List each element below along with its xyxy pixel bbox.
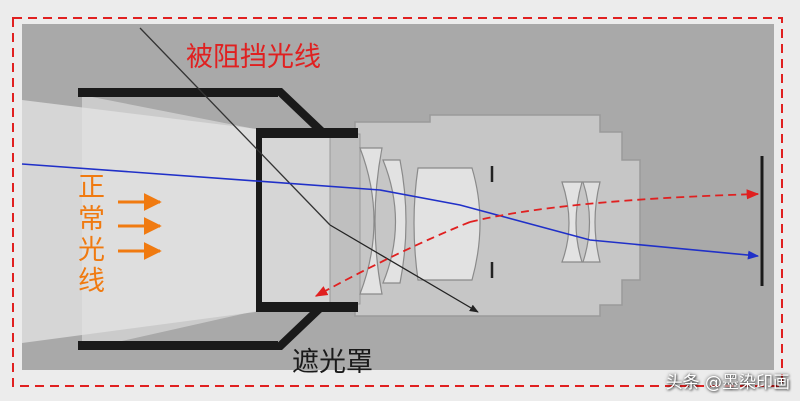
frame-border (12, 17, 783, 387)
blocked-light-label: 被阻挡光线 (186, 42, 321, 73)
lens-hood-label: 遮光罩 (292, 347, 373, 378)
flare-ray-back (314, 221, 471, 297)
watermark: 头条 @墨染印画 (665, 373, 790, 393)
lens-barrel-front (329, 133, 361, 305)
lens-element-5 (582, 181, 601, 263)
lens-hood (78, 88, 358, 350)
light-cone-inner (82, 95, 260, 350)
lens-element-4 (561, 181, 583, 263)
normal-light-ray (21, 163, 760, 260)
lens-element-1 (359, 147, 383, 295)
normal-light-char-3: 光 (78, 235, 105, 266)
normal-light-arrows (118, 193, 162, 260)
normal-light-char-4: 线 (78, 266, 105, 297)
normal-light-label: 正 常 光 线 (78, 172, 105, 297)
lens-element-2 (382, 159, 407, 284)
lens-element-3 (413, 167, 481, 281)
normal-light-char-1: 正 (78, 172, 105, 203)
normal-light-char-2: 常 (78, 204, 105, 235)
flare-ray-forward (469, 189, 760, 223)
blocked-ray-outer (139, 27, 331, 226)
blocked-ray (329, 224, 479, 313)
